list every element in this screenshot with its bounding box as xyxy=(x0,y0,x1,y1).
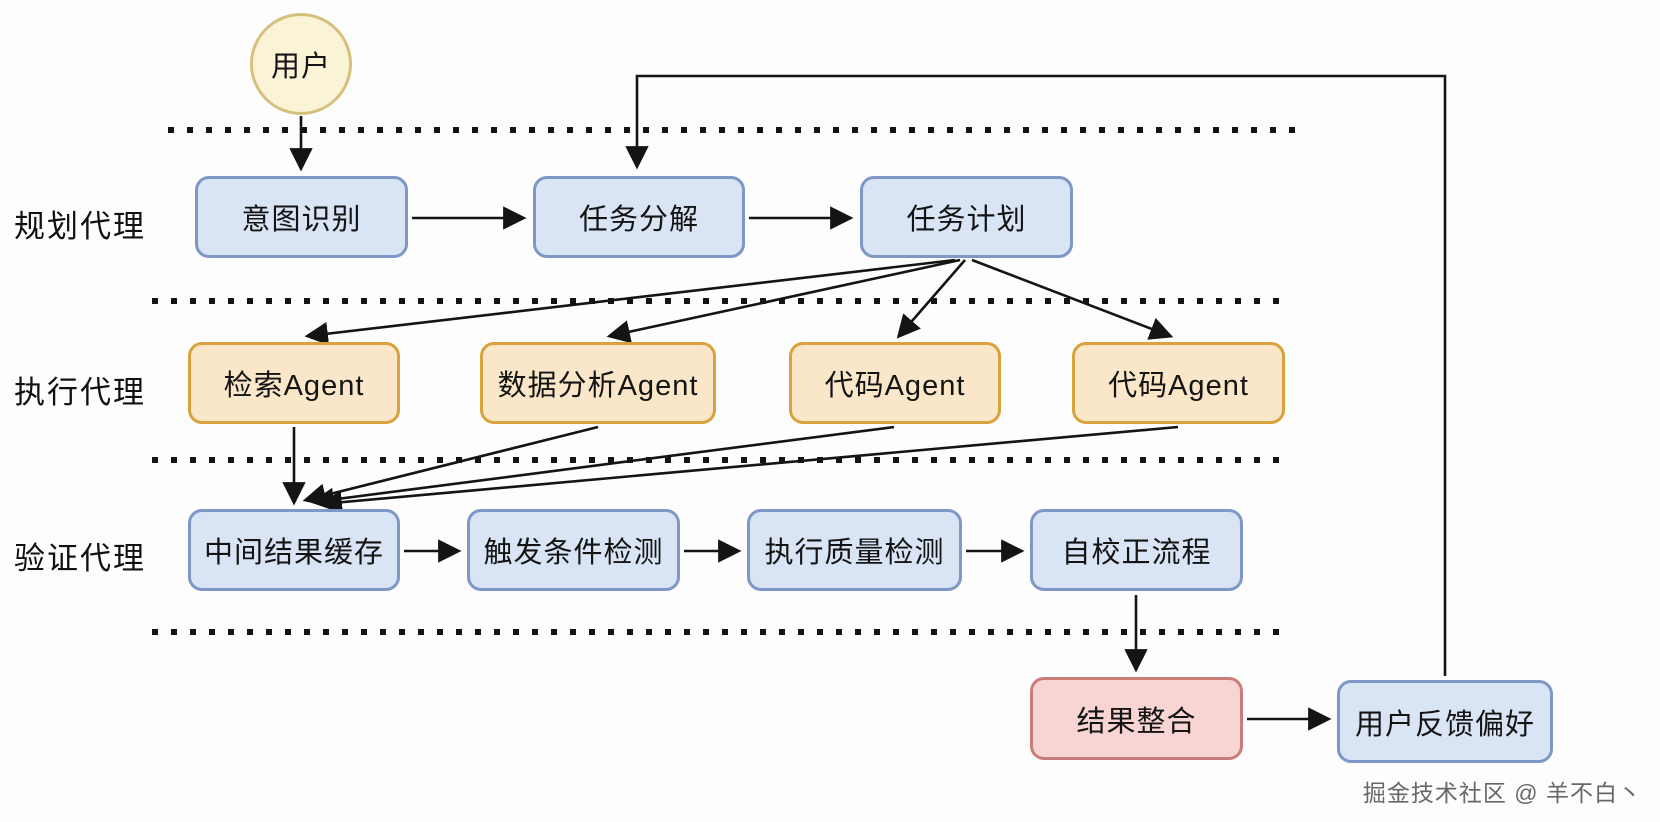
node-code-agent-2: 代码Agent xyxy=(1072,342,1285,424)
node-user: 用户 xyxy=(250,13,352,115)
arrow-code-2-to-cache xyxy=(318,425,1179,514)
arrow-plan-to-data-analysis-agent xyxy=(606,258,961,344)
node-code-agent-1: 代码Agent xyxy=(789,342,1001,424)
node-result-integration-label: 结果整合 xyxy=(1076,705,1197,738)
node-task-decomposition-label: 任务分解 xyxy=(578,204,699,236)
node-code-agent-1-label: 代码Agent xyxy=(824,370,966,402)
arrow-code-1-to-cache xyxy=(310,425,895,512)
arrow-feedback-loop-to-decomposition xyxy=(625,74,1447,676)
node-intermediate-result-cache: 中间结果缓存 xyxy=(188,509,400,591)
node-data-analysis-agent-label: 数据分析Agent xyxy=(497,370,699,402)
node-task-plan-label: 任务计划 xyxy=(906,204,1027,236)
node-task-plan: 任务计划 xyxy=(860,176,1073,258)
node-task-decomposition: 任务分解 xyxy=(533,176,745,258)
node-user-feedback-preference-label: 用户反馈偏好 xyxy=(1354,708,1535,741)
node-retrieval-agent-label: 检索Agent xyxy=(223,370,365,402)
node-execution-quality-detection: 执行质量检测 xyxy=(747,509,962,591)
node-user-label: 用户 xyxy=(270,51,331,83)
arrow-plan-to-retrieval-agent xyxy=(304,258,956,346)
node-user-feedback-preference: 用户反馈偏好 xyxy=(1337,680,1553,763)
arrow-plan-to-code-agent-1 xyxy=(896,259,966,339)
node-execution-quality-detection-label: 执行质量检测 xyxy=(764,537,945,569)
lane-label-planning: 规划代理 xyxy=(14,209,146,244)
lane-separator-3 xyxy=(152,457,1292,463)
node-data-analysis-agent: 数据分析Agent xyxy=(480,342,716,424)
lane-separator-4 xyxy=(152,629,1292,635)
node-intent-recognition-label: 意图识别 xyxy=(241,204,362,236)
node-trigger-condition-detection: 触发条件检测 xyxy=(467,509,680,591)
lane-label-verification: 验证代理 xyxy=(14,541,146,576)
lane-separator-2 xyxy=(152,298,1292,304)
lane-label-execution: 执行代理 xyxy=(14,375,146,410)
arrow-data-analysis-to-cache xyxy=(302,425,599,507)
watermark-text: 掘金技术社区 @ 羊不白丶 xyxy=(1362,780,1642,806)
node-code-agent-2-label: 代码Agent xyxy=(1108,370,1249,402)
lane-separator-1 xyxy=(168,127,1300,133)
node-retrieval-agent: 检索Agent xyxy=(188,342,400,424)
node-trigger-condition-detection-label: 触发条件检测 xyxy=(483,537,664,569)
node-self-correction-process: 自校正流程 xyxy=(1030,509,1243,591)
node-result-integration: 结果整合 xyxy=(1030,677,1243,760)
node-intent-recognition: 意图识别 xyxy=(195,176,408,258)
node-intermediate-result-cache-label: 中间结果缓存 xyxy=(203,537,384,569)
arrow-plan-to-code-agent-2 xyxy=(971,258,1174,340)
node-self-correction-process-label: 自校正流程 xyxy=(1061,537,1212,569)
